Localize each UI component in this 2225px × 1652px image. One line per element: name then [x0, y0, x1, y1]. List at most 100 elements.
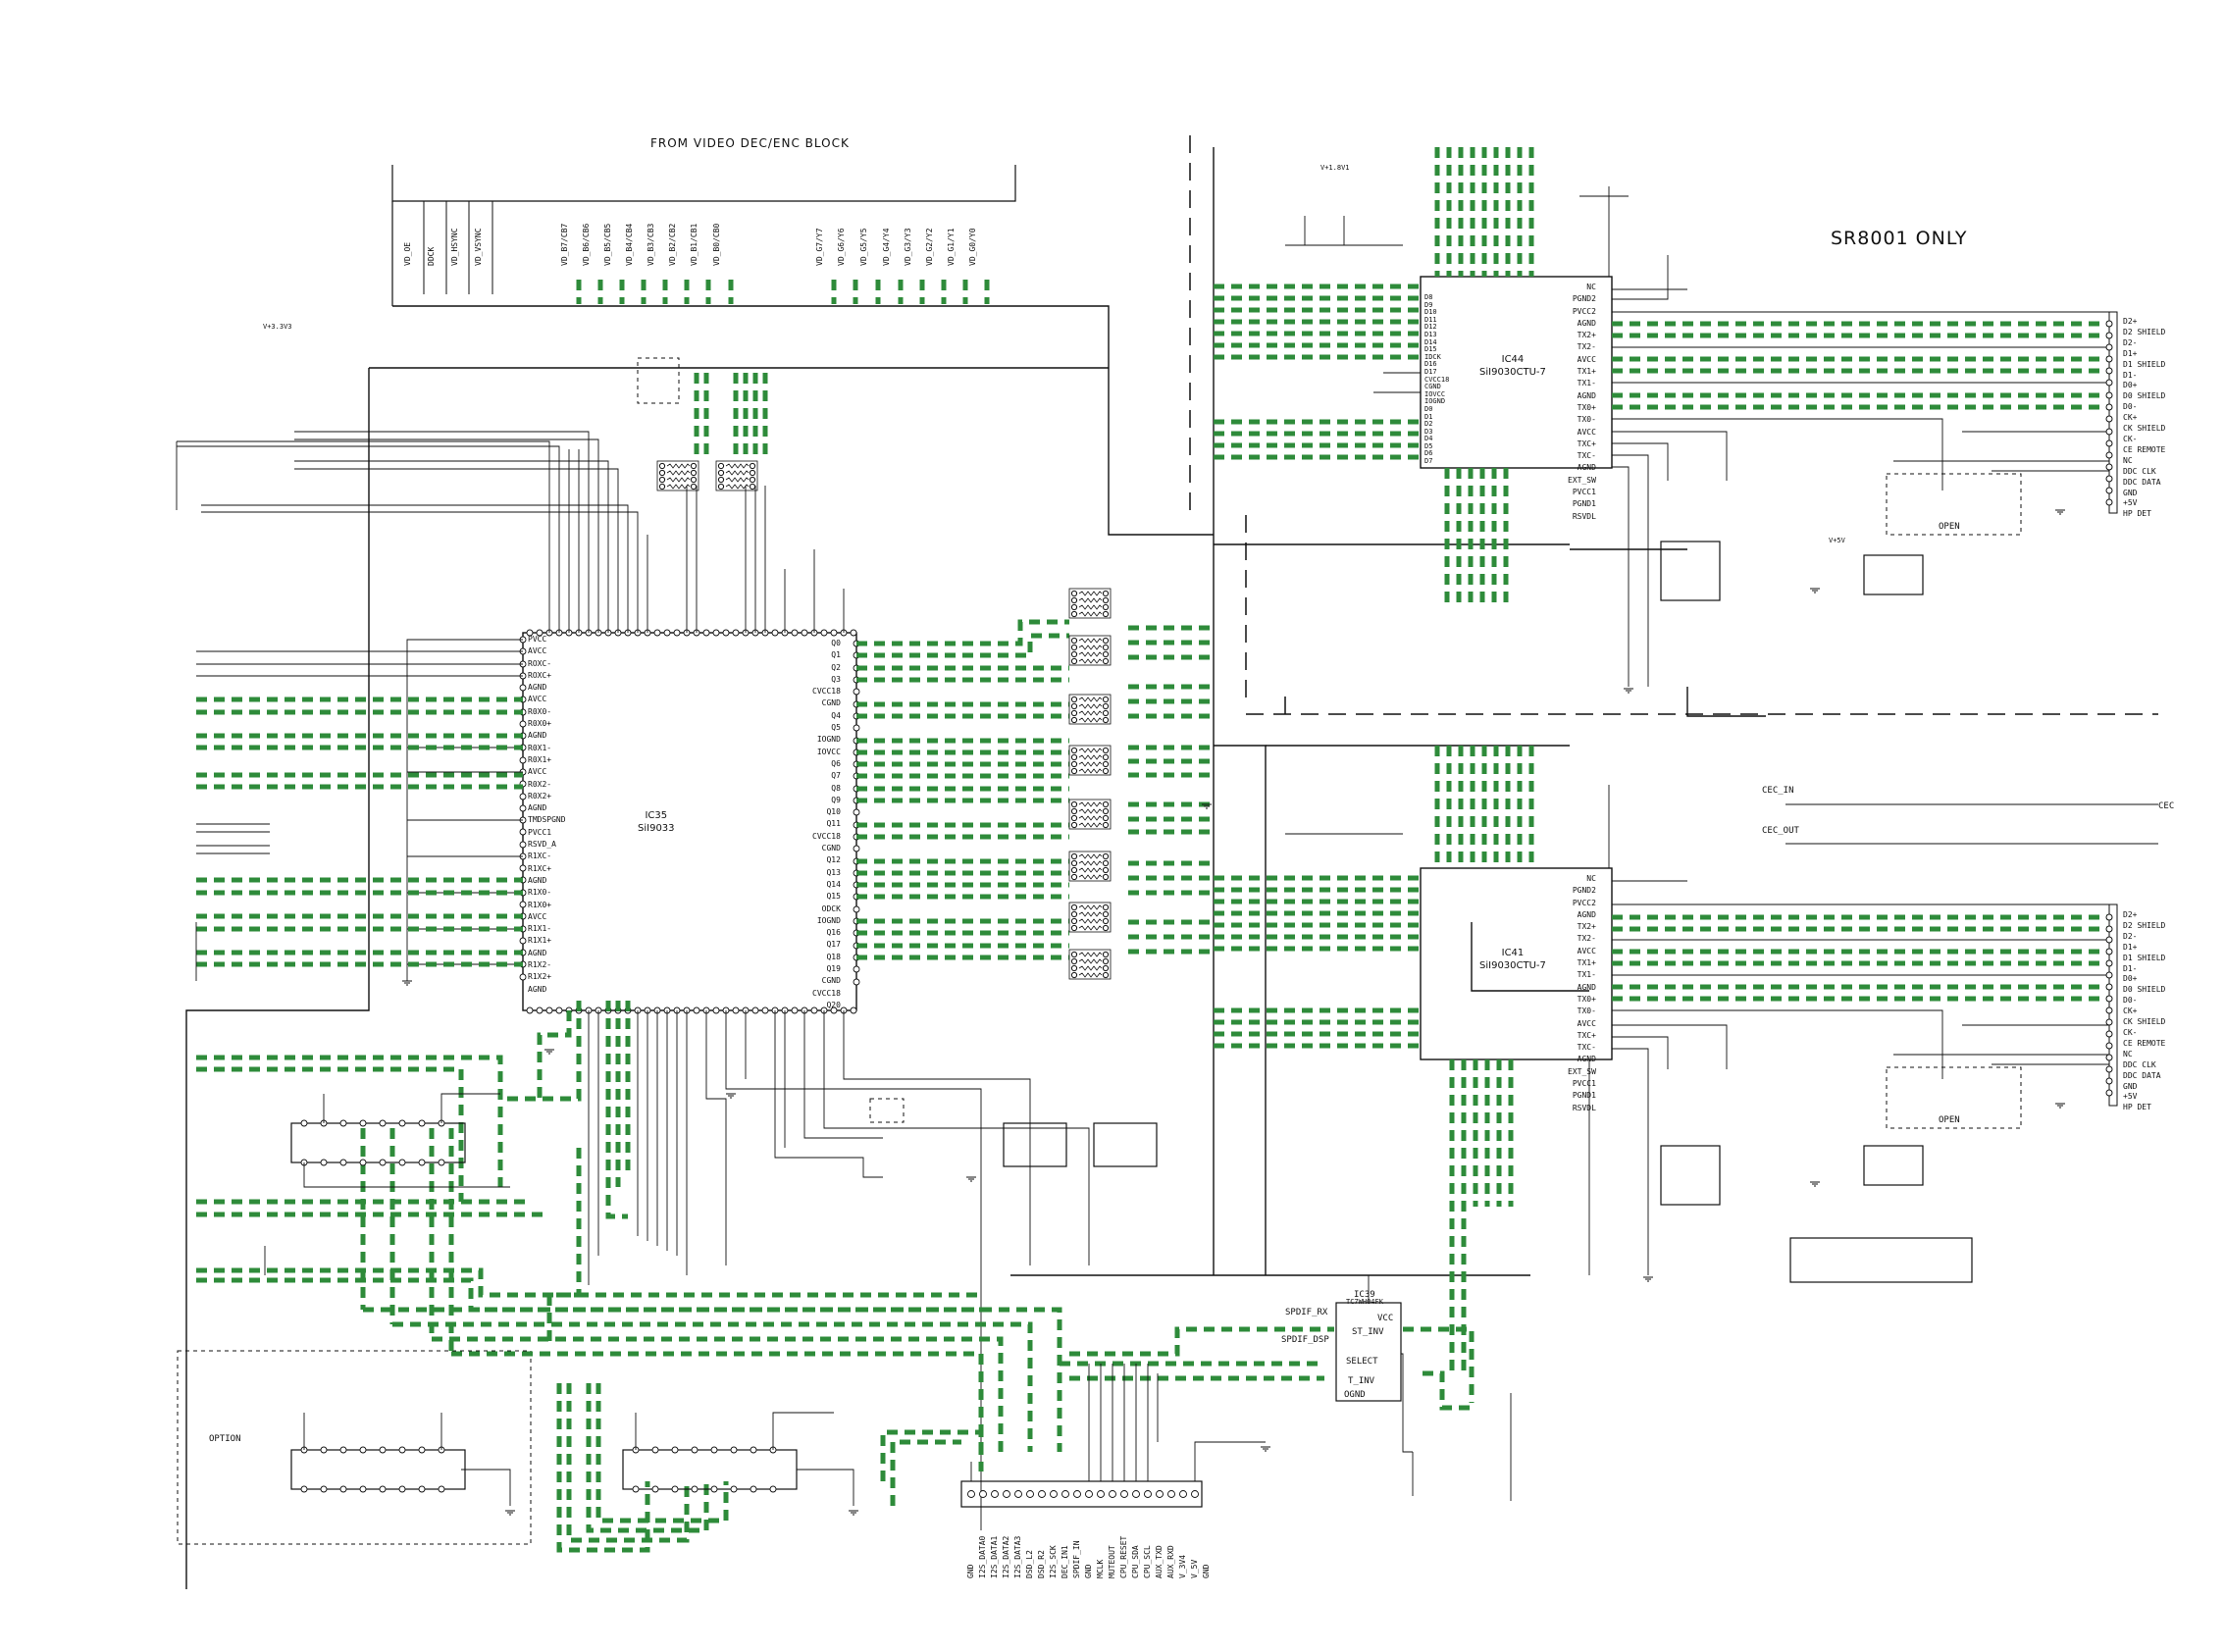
- supply-label-1v8: V+1.8V1: [1320, 164, 1350, 172]
- ic41-right-pin-labels: NC PGND2 PVCC2 AGND TX2+ TX2- AVCC TX1+ …: [1568, 874, 1596, 1112]
- ic35-left-dashed: [196, 697, 523, 967]
- connector-pin-label: V_5V: [1190, 1559, 1199, 1578]
- ic35-bottom-wiring: [588, 1010, 1090, 1530]
- bottom-wiring: [195, 922, 1512, 1506]
- ic41-top-dashed: [1434, 746, 1534, 868]
- connector-pin-label: GND: [1202, 1564, 1211, 1578]
- video-bus-label: VD_G3/Y3: [904, 228, 912, 266]
- ic39-ref: IC39: [1354, 1290, 1375, 1300]
- ic35-ref: IC35: [645, 810, 668, 821]
- connector-pin-label: CPU_SDA: [1131, 1545, 1140, 1578]
- video-bus-bracket: [391, 165, 1016, 306]
- ic39-pin-t-inv: T_INV: [1348, 1376, 1375, 1386]
- ic41-left-dashed: [1214, 875, 1421, 1049]
- ic35-top-dashed: [694, 373, 768, 461]
- ic39-pin-vcc: VCC: [1377, 1314, 1394, 1323]
- connector-pin-label: GND: [1084, 1564, 1093, 1578]
- hdmi-connector-j431: [2105, 903, 2118, 1107]
- ic41-bottom-dashed: [1449, 1059, 1514, 1373]
- video-bus-label: VD_G2/Y2: [925, 228, 934, 266]
- connector-pin-label: I2S_DATA3: [1013, 1535, 1022, 1578]
- connector-pin-label: I2S_DATA1: [990, 1535, 999, 1578]
- connector-pin-label: DEC_IN1: [1061, 1545, 1069, 1578]
- hdmi-connector-j431-labels: D2+ D2 SHIELD D2- D1+ D1 SHIELD D1- D0+ …: [2123, 910, 2166, 1112]
- connector-pin-label: I2S_DATA0: [978, 1535, 987, 1578]
- ic39-part: TC7WH04FK: [1346, 1298, 1383, 1306]
- video-bus-label: VD_B7/CB7: [560, 223, 569, 266]
- connector-pin-label: MUTEOUT: [1108, 1545, 1116, 1578]
- cec-in-label: CEC_IN: [1762, 786, 1794, 796]
- hdmi-connector-j422-labels: D2+ D2 SHIELD D2- D1+ D1 SHIELD D1- D0+ …: [2123, 317, 2166, 519]
- ic41-part: SiI9030CTU-7: [1479, 960, 1546, 971]
- ic41-label: IC41 SiI9030CTU-7: [1479, 947, 1546, 972]
- ic44-left-pin-labels: D8 D9 D10 D11 D12 D13 D14 D15 IDCK D16 D…: [1424, 293, 1450, 466]
- ic39-pin-ognd: OGND: [1344, 1390, 1366, 1400]
- ic35-side-pins: [519, 636, 860, 986]
- ic44-right-dashed: [1612, 321, 2109, 410]
- video-bus-label: VD_B1/CB1: [690, 223, 699, 266]
- ic39-pin-st-inv: ST_INV: [1352, 1327, 1384, 1337]
- video-bus-label: VD_G0/Y0: [968, 228, 977, 266]
- option-label: OPTION: [209, 1434, 241, 1444]
- video-bus-label: VD_G1/Y1: [947, 228, 956, 266]
- connector-pin-label: GND: [966, 1564, 975, 1578]
- video-bus-label: VD_B4/CB4: [625, 223, 634, 266]
- open-label-lower: OPEN: [1939, 1115, 1960, 1125]
- ic39-pin-spdif-rx: SPDIF_RX: [1285, 1308, 1328, 1317]
- section-borders: [1189, 135, 2158, 715]
- connector-pin-label: CPU_RESET: [1119, 1535, 1128, 1578]
- video-block-label: FROM VIDEO DEC/ENC BLOCK: [650, 136, 850, 150]
- ic41-ref: IC41: [1501, 948, 1525, 958]
- ic39-pin-select: SELECT: [1346, 1357, 1378, 1367]
- open-label-upper: OPEN: [1939, 522, 1960, 532]
- ic44-top-dashed: [1434, 147, 1534, 277]
- cec-out-label: CEC_OUT: [1762, 826, 1799, 836]
- connector-pin-label: V_3V4: [1178, 1554, 1187, 1578]
- ic35-top-wiring: [176, 431, 845, 633]
- video-bus-label: DDCK: [427, 246, 436, 266]
- ic35-body: [522, 632, 857, 1011]
- ic35-label: IC35 SiI9033: [638, 809, 675, 835]
- video-bus-label: VD_G6/Y6: [837, 228, 846, 266]
- ic44-bottom-dashed: [1444, 468, 1509, 608]
- video-bus-dashed: [576, 280, 990, 304]
- ic35-left-pin-labels: PVCC AVCC ROXC- ROXC+ AGND AVCC R0X0- R0…: [528, 635, 566, 994]
- connector-pin-label: AUX_TXD: [1155, 1545, 1164, 1578]
- video-bus-label: VD_B0/CB0: [712, 223, 721, 266]
- video-bus-label: VD_G4/Y4: [882, 228, 891, 266]
- ic44-label: IC44 SiI9030CTU-7: [1479, 353, 1546, 379]
- connector-pin-label: I2S_SCK: [1049, 1545, 1058, 1578]
- connector-pin-label: I2S_DATA2: [1002, 1535, 1010, 1578]
- video-bus-label: VD_B6/CB6: [582, 223, 591, 266]
- connector-pin-label: DSD_L2: [1025, 1550, 1034, 1578]
- ic41-wiring: [1285, 785, 2158, 1275]
- supply-label-5v: V+5V: [1829, 537, 1845, 544]
- ic35-top-pins: [526, 629, 857, 637]
- main-wiring: [185, 147, 1766, 1589]
- ic41-right-dashed: [1612, 914, 2109, 1002]
- cec-label: CEC: [2158, 801, 2175, 811]
- ic35-bottom-dashed: [196, 1001, 1475, 1553]
- ic44-right-pin-labels: NC PGND2 PVCC2 AGND TX2+ TX2- AVCC TX1+ …: [1568, 283, 1596, 521]
- connector-pin-label: MCLK: [1096, 1559, 1105, 1578]
- ic44-wiring: [1285, 186, 2109, 687]
- ic35-resistor-networks: [656, 460, 1112, 980]
- hdmi-connector-j422: [2105, 311, 2118, 514]
- video-bus-label: VD_G7/Y7: [815, 228, 824, 266]
- supply-label-3v3: V+3.3V3: [263, 323, 292, 331]
- video-bus-label: VD_B2/CB2: [668, 223, 677, 266]
- ic35-part: SiI9033: [638, 823, 675, 834]
- connector-pin-label: CPU_SCL: [1143, 1545, 1152, 1578]
- ic39-pin-spdif-dsp: SPDIF_DSP: [1281, 1335, 1329, 1345]
- video-bus-label: VD_VSYNC: [474, 228, 483, 266]
- video-bus-label: VD_B5/CB5: [603, 223, 612, 266]
- video-bus-label: VD_HSYNC: [450, 228, 459, 266]
- connector-pin-label: DSD_R2: [1037, 1550, 1046, 1578]
- video-bus-lines: [423, 201, 493, 294]
- ic44-left-dashed: [1214, 284, 1421, 460]
- ic44-ref: IC44: [1501, 354, 1525, 365]
- connector-pin-label: SPDIF_IN: [1072, 1540, 1081, 1578]
- page-title: SR8001 ONLY: [1831, 228, 1968, 249]
- ic44-part: SiI9030CTU-7: [1479, 367, 1546, 378]
